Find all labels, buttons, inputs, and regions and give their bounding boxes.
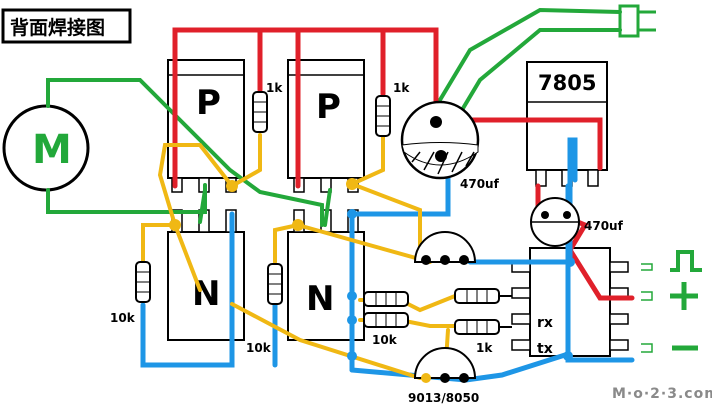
resistor-mid-right-label: 1k: [476, 341, 493, 355]
resistor-p1: 1k: [252, 81, 283, 133]
capacitor-main-label: 470uf: [460, 177, 500, 191]
plus-icon: [641, 282, 698, 310]
red-wires: [172, 27, 635, 301]
transistor-label: 9013/8050: [408, 391, 479, 405]
pin-tx-label: tx: [537, 341, 553, 357]
motor-label: M: [32, 127, 72, 173]
watermark: M·o·2·3.com: [612, 386, 712, 402]
regulator-label: 7805: [538, 71, 596, 95]
regulator-7805: 7805: [526, 61, 608, 187]
transistor-top: [413, 231, 477, 265]
mosfet-p1-label: P: [196, 83, 221, 123]
resistor-mid-right: 1k: [454, 288, 512, 355]
resistor-p1-label: 1k: [266, 81, 283, 95]
resistor-p2-label: 1k: [393, 81, 410, 95]
transistor-bottom: 9013/8050: [408, 347, 479, 405]
resistor-mid-left-label: 10k: [372, 333, 398, 347]
square-wave-icon: [641, 250, 702, 272]
resistor-n1: 10k: [110, 261, 151, 325]
capacitor-main: 470uf: [400, 100, 500, 191]
mosfet-p2-label: P: [316, 87, 341, 127]
resistor-mid-left: 10k: [363, 291, 409, 347]
capacitor-reg-label: 470uf: [584, 219, 624, 233]
solder-junctions: [169, 178, 575, 361]
resistor-n2: 10k: [246, 263, 283, 355]
resistor-n1-label: 10k: [110, 311, 136, 325]
power-connector-icon: [618, 4, 656, 38]
diagram-title: 背面焊接图: [10, 16, 105, 39]
motor: M: [2, 104, 90, 192]
mosfet-n2-label: N: [306, 279, 334, 319]
title-box: 背面焊接图: [1, 8, 132, 44]
capacitor-reg: 470uf: [530, 197, 624, 247]
resistor-p2: 1k: [375, 81, 410, 137]
pin-rx-label: rx: [537, 315, 553, 331]
minus-icon: [641, 343, 698, 353]
output-indicators: [641, 250, 702, 353]
resistor-n2-label: 10k: [246, 341, 272, 355]
